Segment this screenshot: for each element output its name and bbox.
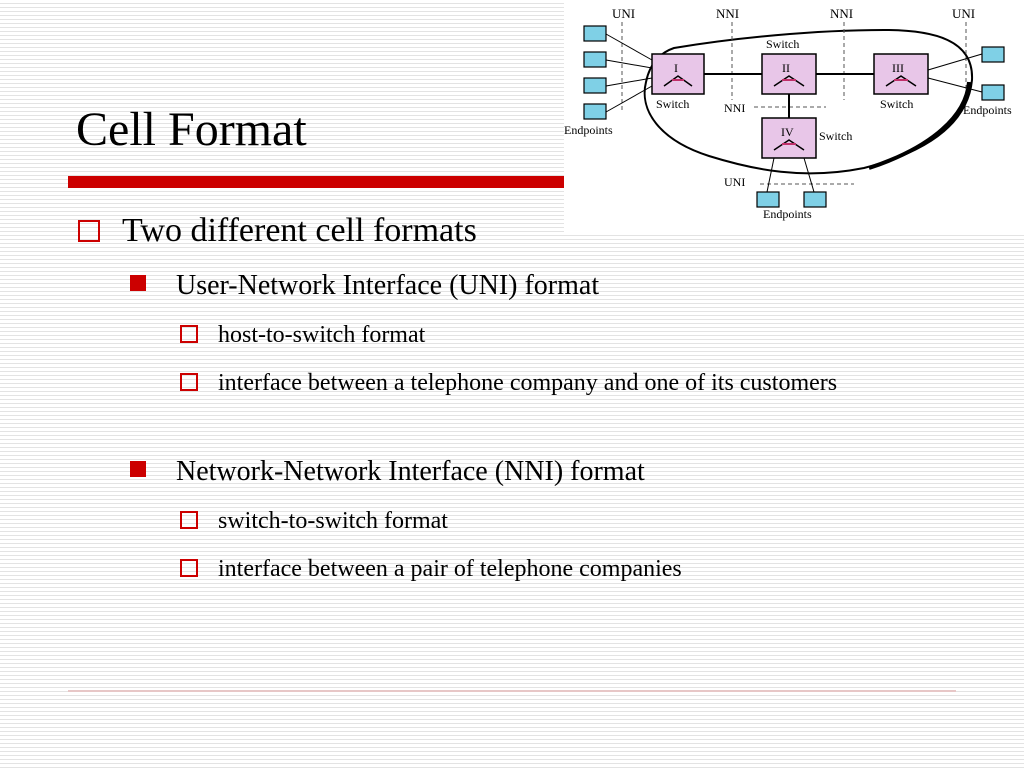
label-nni-2: NNI bbox=[830, 6, 853, 21]
switch-I-box: I bbox=[651, 53, 705, 95]
endpoint-left-4 bbox=[583, 103, 607, 120]
label-switch-III: Switch bbox=[880, 97, 913, 111]
endpoint-bottom-2 bbox=[803, 191, 827, 208]
endpoint-right-1 bbox=[981, 46, 1005, 63]
switch-III-label: III bbox=[892, 61, 904, 75]
bullet-text: interface between a pair of telephone co… bbox=[218, 556, 682, 582]
switch-II-box: II bbox=[761, 53, 817, 95]
switch-II-label: II bbox=[782, 61, 790, 75]
bullet-nni-format: Network-Network Interface (NNI) format bbox=[130, 454, 645, 489]
bullet-text: interface between a telephone company an… bbox=[218, 370, 838, 396]
label-switch-I: Switch bbox=[656, 97, 689, 111]
link-IV-ep8 bbox=[803, 157, 815, 193]
bullet-pair-of-companies: interface between a pair of telephone co… bbox=[180, 554, 682, 584]
switch-I-label: I bbox=[674, 61, 678, 75]
hollow-square-bullet-icon bbox=[180, 559, 198, 577]
filled-square-bullet-icon bbox=[130, 275, 146, 291]
hollow-square-bullet-icon bbox=[78, 220, 100, 242]
switch-IV-label: IV bbox=[781, 125, 794, 139]
link-III-ep5 bbox=[927, 53, 983, 71]
link-III-ep6 bbox=[927, 77, 983, 93]
bullet-text: User-Network Interface (UNI) format bbox=[176, 270, 600, 301]
label-nni-1: NNI bbox=[716, 6, 739, 21]
link-IV-ep7 bbox=[766, 157, 775, 193]
bullet-switch-to-switch: switch-to-switch format bbox=[180, 506, 448, 536]
endpoint-right-2 bbox=[981, 84, 1005, 101]
slide-title: Cell Format bbox=[76, 103, 307, 156]
label-switch-II: Switch bbox=[766, 37, 799, 51]
label-endpoints-bottom: Endpoints bbox=[763, 207, 812, 221]
endpoint-left-3 bbox=[583, 77, 607, 94]
link-ep4-I bbox=[605, 85, 653, 113]
bullet-text: switch-to-switch format bbox=[218, 508, 448, 534]
endpoint-left-2 bbox=[583, 51, 607, 68]
bullet-two-cell-formats: Two different cell formats bbox=[78, 210, 477, 253]
label-uni-right: UNI bbox=[952, 6, 975, 21]
bullet-text: Two different cell formats bbox=[122, 212, 477, 249]
hollow-square-bullet-icon bbox=[180, 511, 198, 529]
endpoint-bottom-1 bbox=[756, 191, 780, 208]
filled-square-bullet-icon bbox=[130, 461, 146, 477]
link-ep1-I bbox=[605, 33, 653, 61]
link-ep3-I bbox=[605, 77, 653, 87]
network-diagram-svg: UNI NNI NNI UNI Switch Switch Switch Swi… bbox=[564, 6, 1012, 221]
hollow-square-bullet-icon bbox=[180, 325, 198, 343]
hollow-square-bullet-icon bbox=[180, 373, 198, 391]
bullet-uni-format: User-Network Interface (UNI) format bbox=[130, 268, 599, 303]
switch-III-box: III bbox=[873, 53, 929, 95]
label-endpoints-right: Endpoints bbox=[963, 103, 1012, 117]
bullet-text: Network-Network Interface (NNI) format bbox=[176, 456, 645, 487]
link-ep2-I bbox=[605, 59, 653, 69]
bullet-telephone-customer: interface between a telephone company an… bbox=[180, 368, 938, 398]
label-uni-bottom: UNI bbox=[724, 175, 745, 189]
atm-network-diagram: UNI NNI NNI UNI Switch Switch Switch Swi… bbox=[564, 0, 1024, 232]
label-uni-left: UNI bbox=[612, 6, 635, 21]
switch-IV-box: IV bbox=[761, 117, 817, 159]
endpoint-left-1 bbox=[583, 25, 607, 42]
network-boundary-thick bbox=[868, 81, 971, 170]
bullet-text: host-to-switch format bbox=[218, 322, 426, 348]
label-switch-IV: Switch bbox=[819, 129, 852, 143]
bullet-host-to-switch: host-to-switch format bbox=[180, 320, 425, 350]
label-nni-3: NNI bbox=[724, 101, 745, 115]
title-underline-bar bbox=[68, 176, 568, 188]
label-endpoints-left: Endpoints bbox=[564, 123, 613, 137]
footer-divider bbox=[68, 690, 956, 692]
